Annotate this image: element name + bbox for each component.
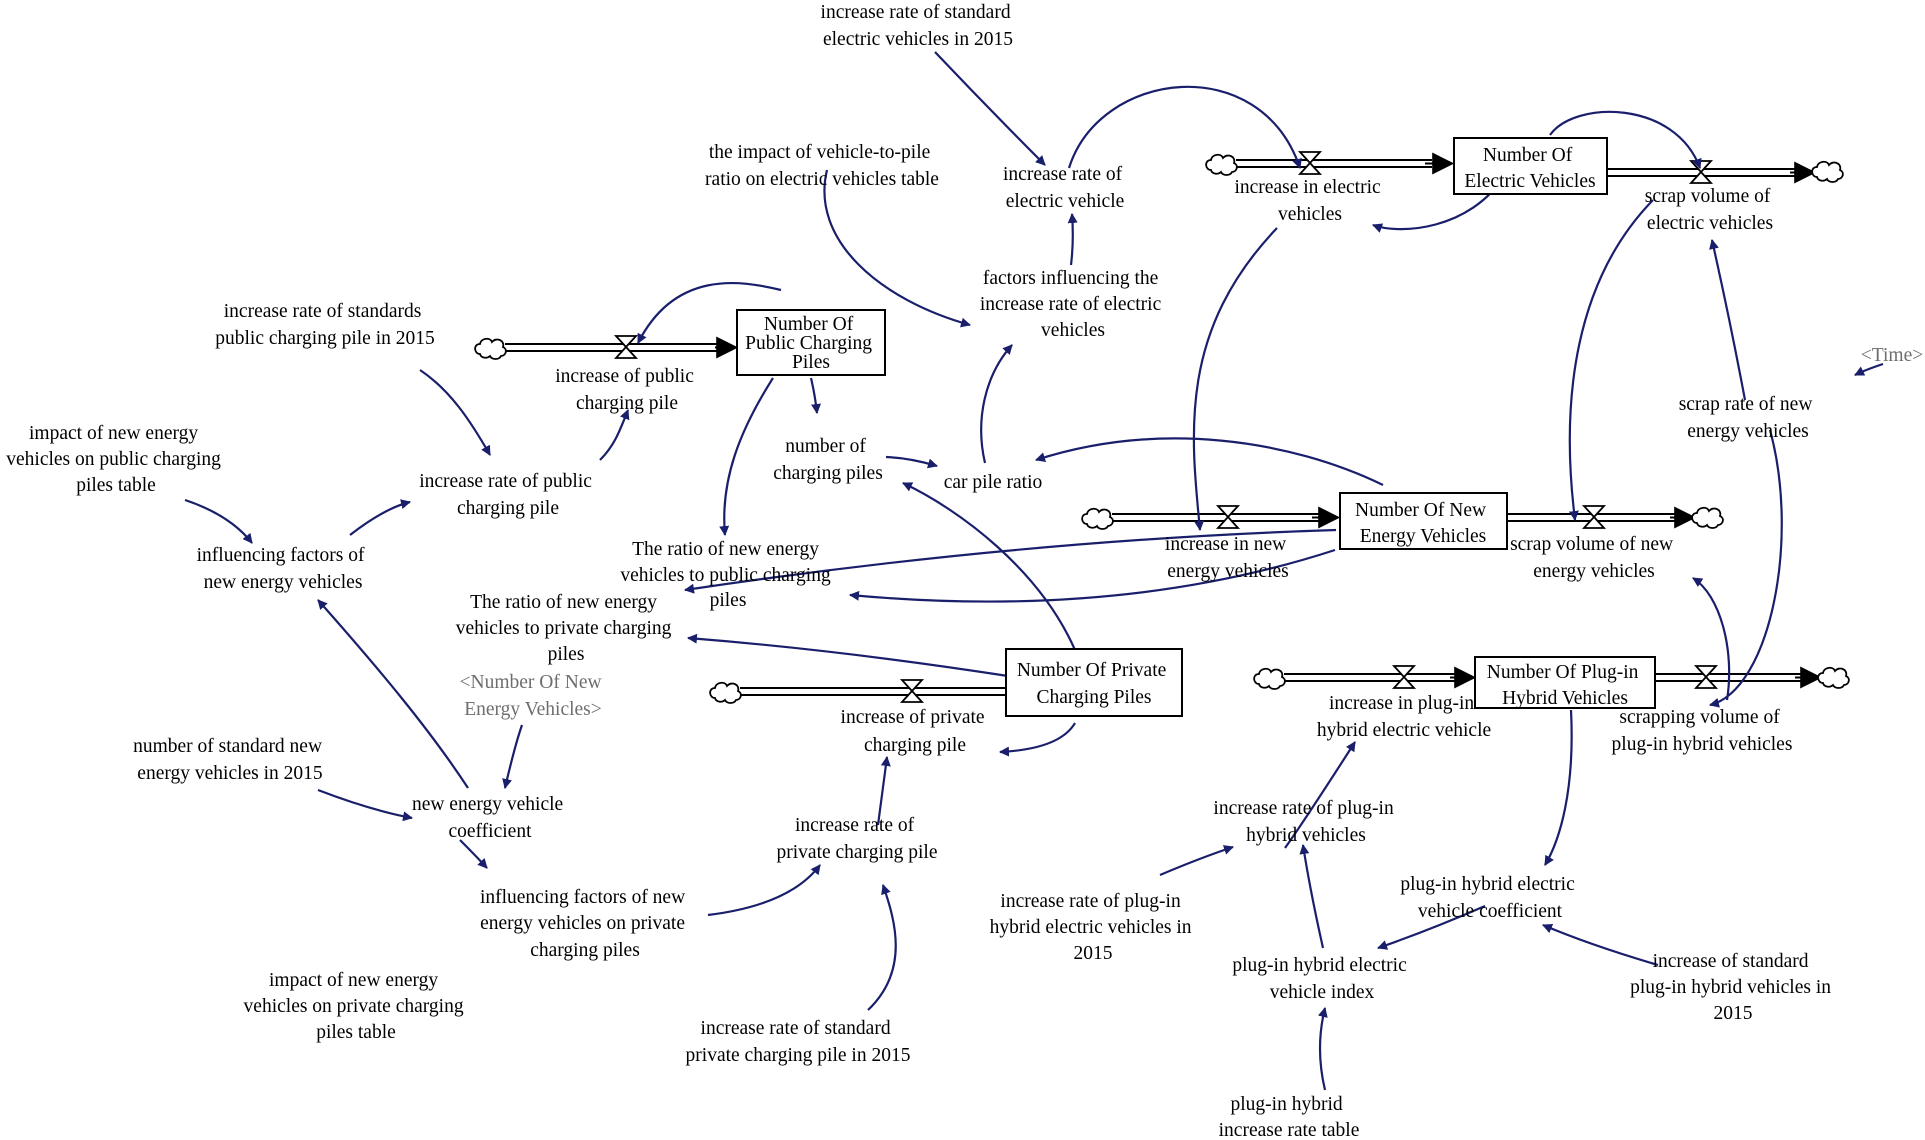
cloud-icon bbox=[1691, 506, 1724, 529]
stock-label-new-energy-vehicles: Number Of New Energy Vehicles bbox=[1355, 500, 1491, 547]
flow-label-scrap-new-energy: scrap volume of new energy vehicles bbox=[1510, 534, 1678, 582]
flow-label-increase-new-energy: increase in new energy vehicles bbox=[1165, 534, 1291, 582]
valve-icon bbox=[1688, 160, 1714, 184]
flow-label-increase-electric: increase in electric vehicles bbox=[1234, 177, 1385, 225]
var-scrap-rate: scrap rate of new energy vehicles bbox=[1679, 394, 1818, 442]
stock-electric-vehicles bbox=[1453, 137, 1608, 195]
valve-icon bbox=[1693, 665, 1719, 689]
pipe-nev-inflow bbox=[1112, 506, 1341, 529]
causal-links bbox=[184, 51, 1884, 1091]
var-std-ev-2015: increase rate of standard electric vehic… bbox=[821, 2, 1016, 50]
var-ratio-private: The ratio of new energy vehicles to priv… bbox=[456, 592, 677, 665]
stock-public-charging-piles bbox=[736, 309, 886, 376]
var-rate-plugin-2015: increase rate of plug-in hybrid electric… bbox=[990, 891, 1197, 964]
stock-new-energy-vehicles bbox=[1339, 492, 1508, 550]
var-shadow-nev: <Number Of New Energy Vehicles> bbox=[460, 672, 607, 720]
valve-icon bbox=[1391, 665, 1417, 689]
var-factors-private: influencing factors of new energy vehicl… bbox=[480, 887, 690, 961]
valves bbox=[613, 151, 1719, 703]
cloud-icon bbox=[474, 337, 507, 360]
pipe-plugin-outflow bbox=[1655, 666, 1823, 689]
var-rate-private: increase rate of private charging pile bbox=[777, 815, 938, 863]
var-impact-table-private: impact of new energy vehicles on private… bbox=[244, 970, 469, 1043]
var-plugin-coefficient: plug-in hybrid electric vehicle coeffici… bbox=[1400, 874, 1579, 922]
flow-pipes bbox=[505, 152, 1823, 696]
var-rate-plugin: increase rate of plug-in hybrid vehicles bbox=[1213, 798, 1398, 846]
cloud-icon bbox=[1817, 666, 1850, 689]
cloud-icon bbox=[1811, 160, 1844, 183]
var-std-plugin-2015: increase of standard plug-in hybrid vehi… bbox=[1630, 951, 1836, 1024]
labels: Number Of Public Charging Piles Number O… bbox=[6, 2, 1923, 1140]
pipe-public-inflow bbox=[505, 336, 739, 359]
var-rate-ev: increase rate of electric vehicle bbox=[1003, 164, 1127, 212]
pipe-ev-inflow bbox=[1236, 152, 1455, 175]
flow-label-increase-plugin: increase in plug-in hybrid electric vehi… bbox=[1317, 693, 1491, 741]
var-impact-table-ev: the impact of vehicle-to-pile ratio on e… bbox=[705, 142, 939, 190]
stock-label-electric-vehicles: Number Of Electric Vehicles bbox=[1464, 145, 1595, 192]
var-impact-table-public: impact of new energy vehicles on public … bbox=[6, 423, 226, 496]
valve-icon bbox=[1297, 151, 1323, 175]
pipe-nev-outflow bbox=[1507, 506, 1697, 529]
stock-private-charging-piles bbox=[1005, 648, 1183, 717]
var-factors-nev: influencing factors of new energy vehicl… bbox=[197, 545, 370, 593]
cloud-icon bbox=[1253, 667, 1286, 690]
flow-label-increase-public-pile: increase of public charging pile bbox=[555, 366, 698, 414]
clouds bbox=[474, 153, 1850, 704]
cloud-icon bbox=[709, 681, 742, 704]
var-rate-public: increase rate of public charging pile bbox=[419, 471, 597, 519]
valve-icon bbox=[899, 679, 925, 703]
var-plugin-table: plug-in hybrid increase rate table bbox=[1219, 1094, 1360, 1140]
cloud-icon bbox=[1205, 153, 1238, 176]
stock-label-public-piles: Number Of Public Charging Piles bbox=[745, 314, 877, 373]
pipe-ev-outflow bbox=[1607, 161, 1817, 184]
flow-label-increase-private-pile: increase of private charging pile bbox=[841, 707, 990, 756]
var-ratio-public: The ratio of new energy vehicles to publ… bbox=[620, 539, 835, 611]
stocks bbox=[736, 137, 1656, 717]
pipe-private-inflow bbox=[740, 687, 1006, 696]
var-nev-coefficient: new energy vehicle coefficient bbox=[412, 794, 568, 842]
var-factors-ev: factors influencing the increase rate of… bbox=[980, 268, 1166, 341]
stock-label-plugin-hybrid: Number Of Plug-in Hybrid Vehicles bbox=[1487, 662, 1644, 709]
var-std-private-2015: increase rate of standard private chargi… bbox=[686, 1018, 911, 1066]
valve-icon bbox=[613, 335, 639, 359]
flow-label-scrap-plugin: scrapping volume of plug-in hybrid vehic… bbox=[1612, 707, 1793, 755]
pipe-plugin-inflow bbox=[1284, 666, 1477, 689]
valve-icon bbox=[1215, 505, 1241, 529]
var-time-shadow: <Time> bbox=[1861, 345, 1923, 366]
var-std-public-2015: increase rate of standards public chargi… bbox=[215, 301, 435, 349]
var-car-pile-ratio: car pile ratio bbox=[944, 472, 1043, 493]
flow-label-scrap-electric: scrap volume of electric vehicles bbox=[1645, 186, 1776, 234]
var-plugin-index: plug-in hybrid electric vehicle index bbox=[1232, 955, 1411, 1003]
var-std-nev-2015: number of standard new energy vehicles i… bbox=[133, 736, 327, 784]
valve-icon bbox=[1581, 505, 1607, 529]
cloud-icon bbox=[1081, 507, 1114, 530]
stock-label-private-piles: Number Of Private Charging Piles bbox=[1017, 660, 1171, 708]
stock-plugin-hybrid-vehicles bbox=[1474, 656, 1656, 709]
var-number-piles: number of charging piles bbox=[773, 436, 883, 484]
